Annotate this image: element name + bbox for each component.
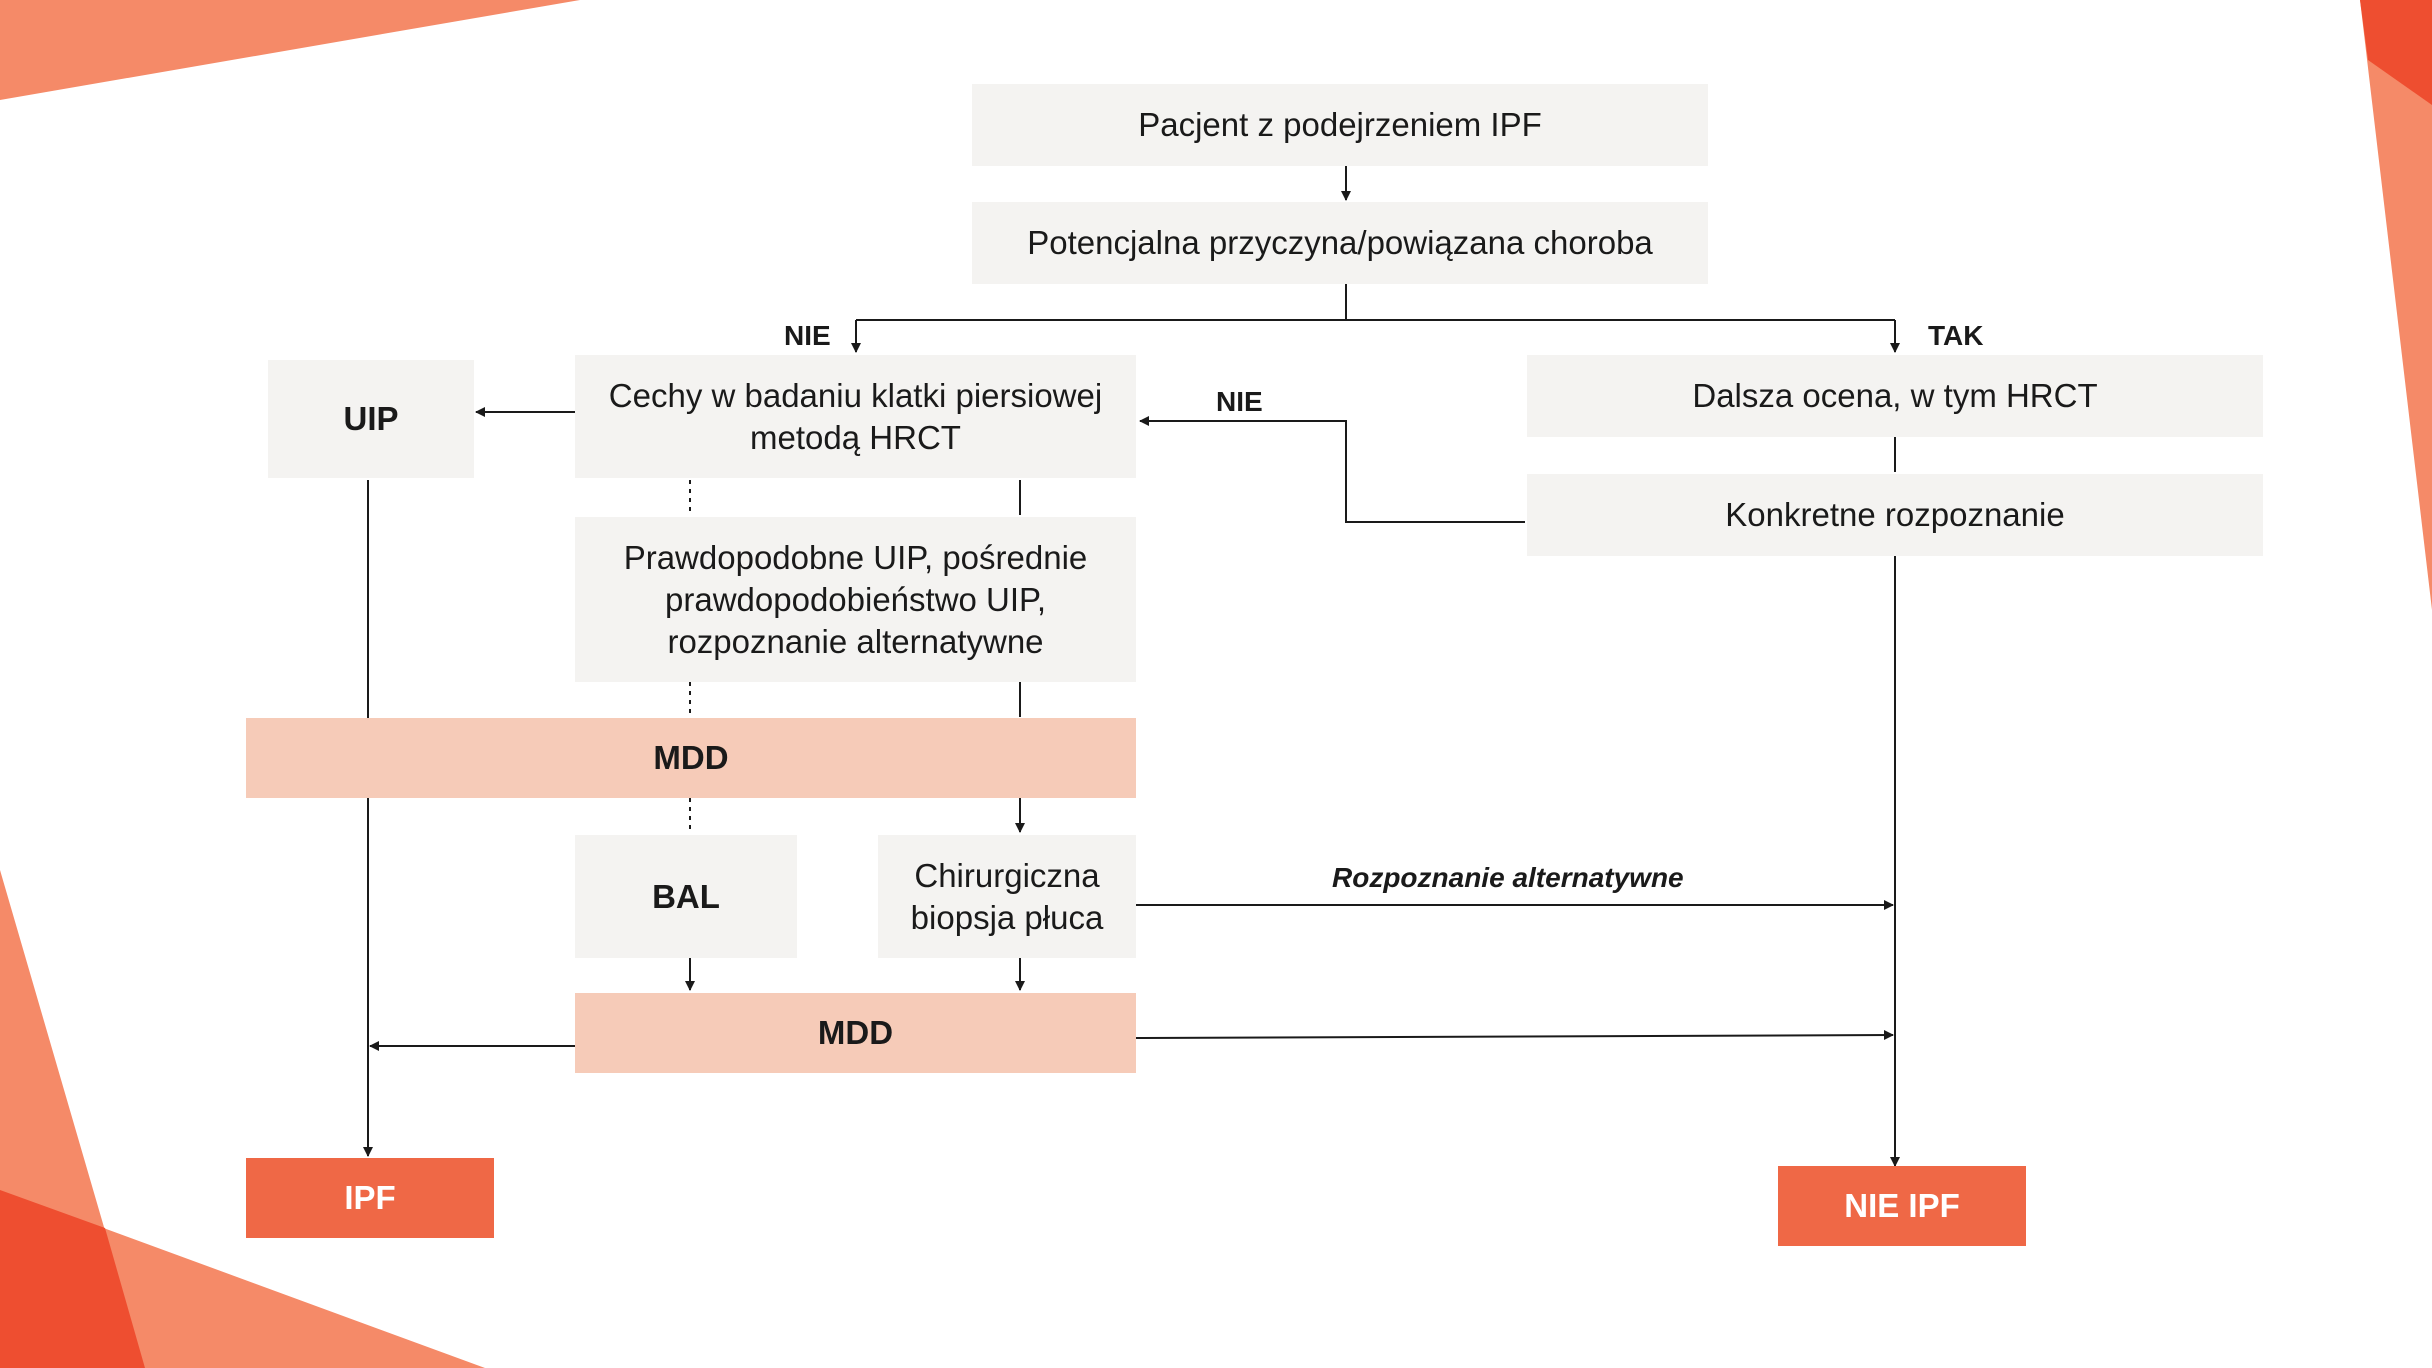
decor-top-right-dark: [2360, 0, 2432, 105]
label-alt-dx: Rozpoznanie alternatywne: [1332, 862, 1684, 893]
label-nie-left: NIE: [784, 320, 831, 351]
node-further-eval: Dalsza ocena, w tym HRCT: [1527, 355, 2263, 437]
node-specific-dx: Konkretne rozpoznanie: [1527, 474, 2263, 556]
node-mdd-1: MDD: [246, 718, 1136, 798]
node-probable-uip: Prawdopodobne UIP, pośrednie prawdopodob…: [575, 517, 1136, 682]
label-nie-back: NIE: [1216, 386, 1263, 417]
edge-mdd2-right: [1135, 1030, 1894, 1041]
node-mdd-2: MDD: [575, 993, 1136, 1073]
node-not-ipf: NIE IPF: [1778, 1166, 2026, 1246]
node-bal: BAL: [575, 835, 797, 958]
node-hrct: Cechy w badaniu klatki piersiowej metodą…: [575, 355, 1136, 478]
node-patient: Pacjent z podejrzeniem IPF: [972, 84, 1708, 166]
decor-bottom-left-dark: [0, 1190, 145, 1368]
decor-top-right-light: [2236, 0, 2432, 610]
node-ipf: IPF: [246, 1158, 494, 1238]
label-tak: TAK: [1928, 320, 1984, 351]
node-cause: Potencjalna przyczyna/powiązana choroba: [972, 202, 1708, 284]
node-uip: UIP: [268, 360, 474, 478]
edge-specific-back-hrct: [1139, 416, 1525, 523]
decor-top-left: [0, 0, 580, 100]
node-biopsy: Chirurgiczna biopsja płuca: [878, 835, 1136, 958]
